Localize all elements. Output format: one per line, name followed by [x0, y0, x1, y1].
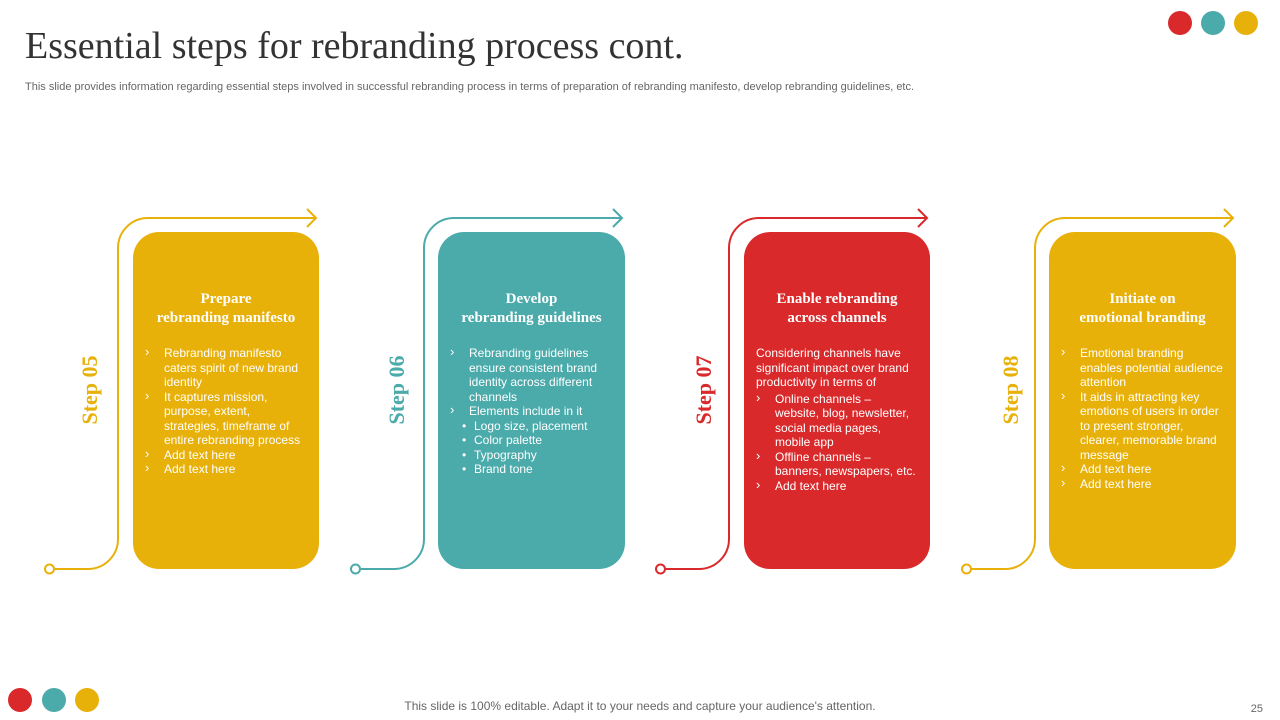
- footer-note: This slide is 100% editable. Adapt it to…: [404, 699, 876, 713]
- sub-list-item: Typography: [450, 448, 613, 463]
- sub-list-item: Logo size, placement: [450, 419, 613, 434]
- list-item: Online channels – website, blog, newslet…: [756, 391, 918, 450]
- sub-list-item: Brand tone: [450, 462, 613, 477]
- step-label-text: Step 06: [384, 355, 409, 425]
- step-title: Enable rebranding across channels: [776, 291, 898, 326]
- step-body: Considering channels have significant im…: [756, 346, 918, 493]
- list-item: Rebranding guidelines ensure consistent …: [450, 345, 613, 404]
- page-number: 25: [1250, 703, 1263, 715]
- list-item: Elements include in it: [450, 403, 613, 419]
- list-item: It aids in attracting key emotions of us…: [1061, 389, 1224, 463]
- decor-dot-red-top: [1168, 11, 1192, 35]
- decor-dot-teal-top: [1201, 11, 1225, 35]
- step-label-text: Step 07: [691, 355, 716, 425]
- step-label-text: Step 05: [77, 355, 102, 425]
- connector-step-06: [350, 208, 624, 575]
- list-item: Rebranding manifesto caters spirit of ne…: [145, 345, 307, 390]
- connector-step-07: [655, 208, 929, 575]
- list-item: Add text here: [145, 447, 307, 463]
- step-card-07: Enable rebranding across channels Consid…: [744, 232, 930, 569]
- decor-dot-yellow-top: [1234, 11, 1258, 35]
- page-title: Essential steps for rebranding process c…: [25, 25, 684, 67]
- list-item: Add text here: [1061, 476, 1224, 492]
- step-card-08: Initiate on emotional branding Emotional…: [1049, 232, 1236, 569]
- list-item: Emotional branding enables potential aud…: [1061, 345, 1224, 390]
- step-body: Rebranding manifesto caters spirit of ne…: [145, 345, 307, 477]
- list-item: Add text here: [145, 461, 307, 477]
- step-label-text: Step 08: [998, 355, 1023, 425]
- step-card-06: Develop rebranding guidelines Rebranding…: [438, 232, 625, 569]
- step-title: Develop rebranding guidelines: [461, 291, 602, 326]
- decor-dot-yellow-bottom: [75, 688, 99, 712]
- step-intro: Considering channels have significant im…: [756, 346, 909, 389]
- connector-step-08: [961, 208, 1235, 575]
- step-card-05: Prepare rebranding manifesto Rebranding …: [133, 232, 319, 569]
- list-item: Add text here: [756, 478, 918, 494]
- step-title: Prepare rebranding manifesto: [156, 291, 296, 326]
- step-body: Rebranding guidelines ensure consistent …: [450, 345, 613, 477]
- page-subtitle: This slide provides information regardin…: [25, 81, 915, 93]
- list-item: It captures mission, purpose, extent, st…: [145, 389, 307, 448]
- decor-dot-teal-bottom: [42, 688, 66, 712]
- list-item: Offline channels – banners, newspapers, …: [756, 449, 918, 479]
- list-item: Add text here: [1061, 461, 1224, 477]
- decor-dot-red-bottom: [8, 688, 32, 712]
- step-title: Initiate on emotional branding: [1079, 291, 1206, 326]
- connector-step-05: [44, 208, 318, 575]
- sub-list-item: Color palette: [450, 433, 613, 448]
- step-body: Emotional branding enables potential aud…: [1061, 345, 1224, 492]
